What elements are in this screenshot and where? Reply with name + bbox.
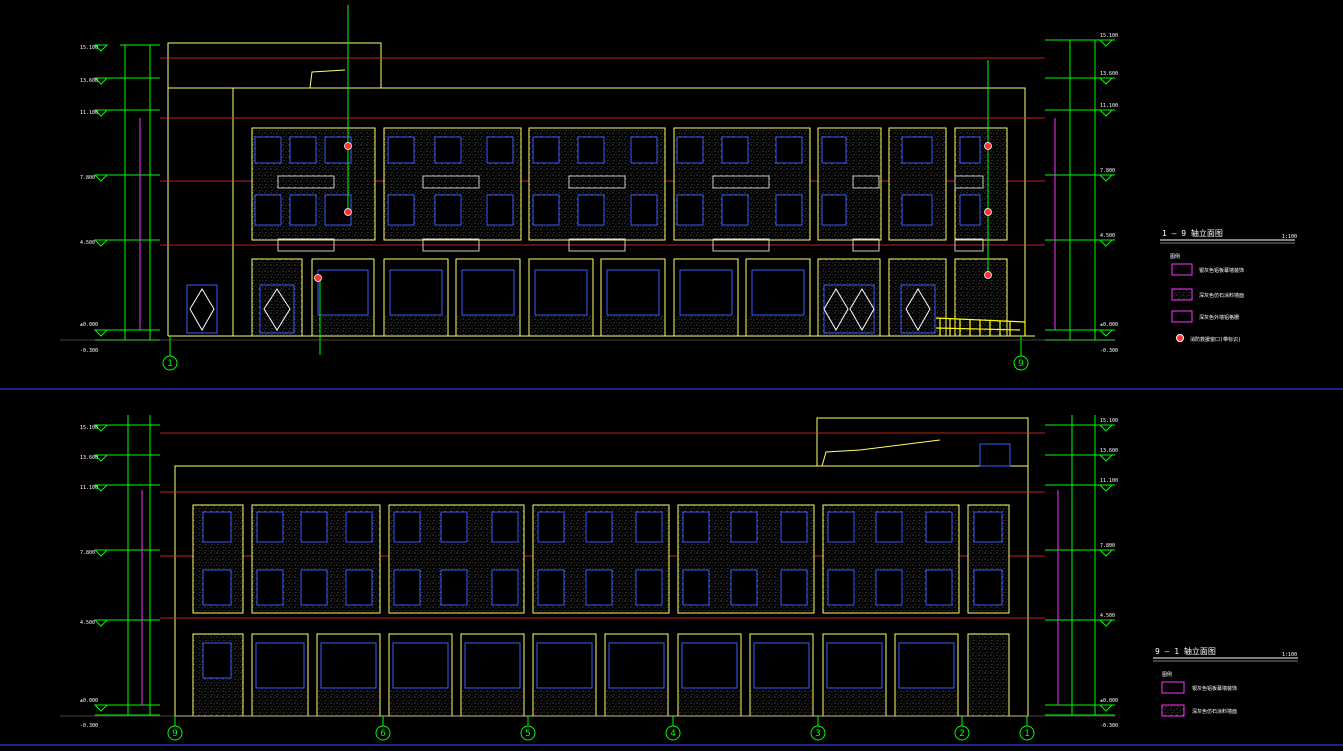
upper-windows [202,511,1003,606]
legend-heading: 图例 [1170,253,1180,260]
axis-label: 5 [525,729,530,739]
level-text: 4.500 [80,620,95,626]
level-text: 11.100 [80,110,98,116]
level-text: 13.600 [1100,71,1118,77]
axis-bubbles-upper [162,336,1029,371]
level-text: ±0.000 [1100,698,1118,704]
level-text: 7.800 [1100,168,1115,174]
legend-swatch [1161,681,1185,694]
balcony-railings [277,175,984,252]
level-text: -0.300 [80,348,98,354]
axis-label: 1 [167,359,172,369]
axis-label: 3 [815,729,820,739]
level-markers-left [93,44,109,337]
axis-label: 4 [670,729,675,739]
legend-heading: 图例 [1162,671,1172,678]
right-dimension-chain [1045,39,1115,341]
elevation-1-9: 15.100 13.600 11.100 7.800 4.500 ±0.000 … [60,5,1297,371]
level-text: 4.500 [1100,613,1115,619]
level-text: ±0.000 [1100,322,1118,328]
legend-title: 9 — 1 轴立面图 [1155,646,1216,656]
axis-label: 6 [380,729,385,739]
ground-floor-panels [251,258,1008,337]
axis-label: 9 [172,729,177,739]
ramp-railing [935,317,1026,336]
axis-label: 9 [1018,359,1023,369]
legend-item: 银灰色铝板幕墙装饰 [1199,267,1244,274]
legend-item: 深灰色外墙铝格栅 [1199,314,1239,321]
level-text: -0.300 [1100,348,1118,354]
legend-item: 消防救援窗口(带标识) [1190,336,1241,343]
level-text: 4.500 [80,240,95,246]
level-text: ±0.000 [80,698,98,704]
upper-windows [254,136,981,226]
level-text: 4.500 [1100,233,1115,239]
level-text: 13.600 [80,78,98,84]
level-text: 7.800 [1100,543,1115,549]
elevation-9-1: 15.100 13.600 11.100 7.800 4.500 ±0.000 … [0,415,1343,746]
rescue-window-icon [1176,334,1184,342]
legend-title: 1 — 9 轴立面图 [1162,228,1223,238]
level-text: 13.600 [80,455,98,461]
axis-label: 2 [959,729,964,739]
level-text: 15.100 [80,45,98,51]
ground-floor-windows [202,642,955,689]
level-text: ±0.000 [80,322,98,328]
axis-bubbles-lower [167,716,1035,741]
legend-item: 银灰色铝板幕墙装饰 [1192,685,1237,692]
level-text: 11.100 [80,485,98,491]
legend-upper: 1 — 9 轴立面图 1:100 图例 银灰色铝板幕墙装饰 深灰色仿石涂料墙面 … [1160,228,1297,343]
legend-swatch [1171,263,1193,276]
ground-stipple [253,690,957,715]
level-markers-left [93,424,109,712]
level-text: -0.300 [80,723,98,729]
legend-lower: 9 — 1 轴立面图 1:100 图例 银灰色铝板幕墙装饰 深灰色仿石涂料墙面 [1153,646,1298,717]
left-dimension-chain [95,415,160,716]
legend-item: 深灰色仿石涂料墙面 [1192,708,1237,715]
doors [186,284,936,334]
rescue-window-markers [314,142,992,282]
level-text: 15.100 [1100,418,1118,424]
level-markers-right [1098,39,1114,337]
ground-floor-panels [192,633,1010,717]
legend-scale: 1:100 [1282,234,1297,240]
legend-swatch [1171,288,1193,301]
level-text: 11.100 [1100,103,1118,109]
upper-floor-panels [251,127,1008,241]
level-text: 13.600 [1100,448,1118,454]
level-text: 11.100 [1100,478,1118,484]
level-text: 15.100 [80,425,98,431]
ground-stipple [313,316,809,335]
legend-swatch [1171,310,1193,323]
ground-floor-windows [317,269,805,316]
leader-lines [319,5,989,355]
level-text: 15.100 [1100,33,1118,39]
left-dimension-chain [95,44,160,341]
legend-swatch [1161,704,1185,717]
level-text: 7.800 [80,175,95,181]
axis-label: 1 [1024,729,1029,739]
level-text: -0.300 [1100,723,1118,729]
level-markers-right [1098,424,1114,712]
legend-scale: 1:100 [1282,652,1297,658]
level-text: 7.800 [80,550,95,556]
legend-item: 深灰色仿石涂料墙面 [1199,292,1244,299]
